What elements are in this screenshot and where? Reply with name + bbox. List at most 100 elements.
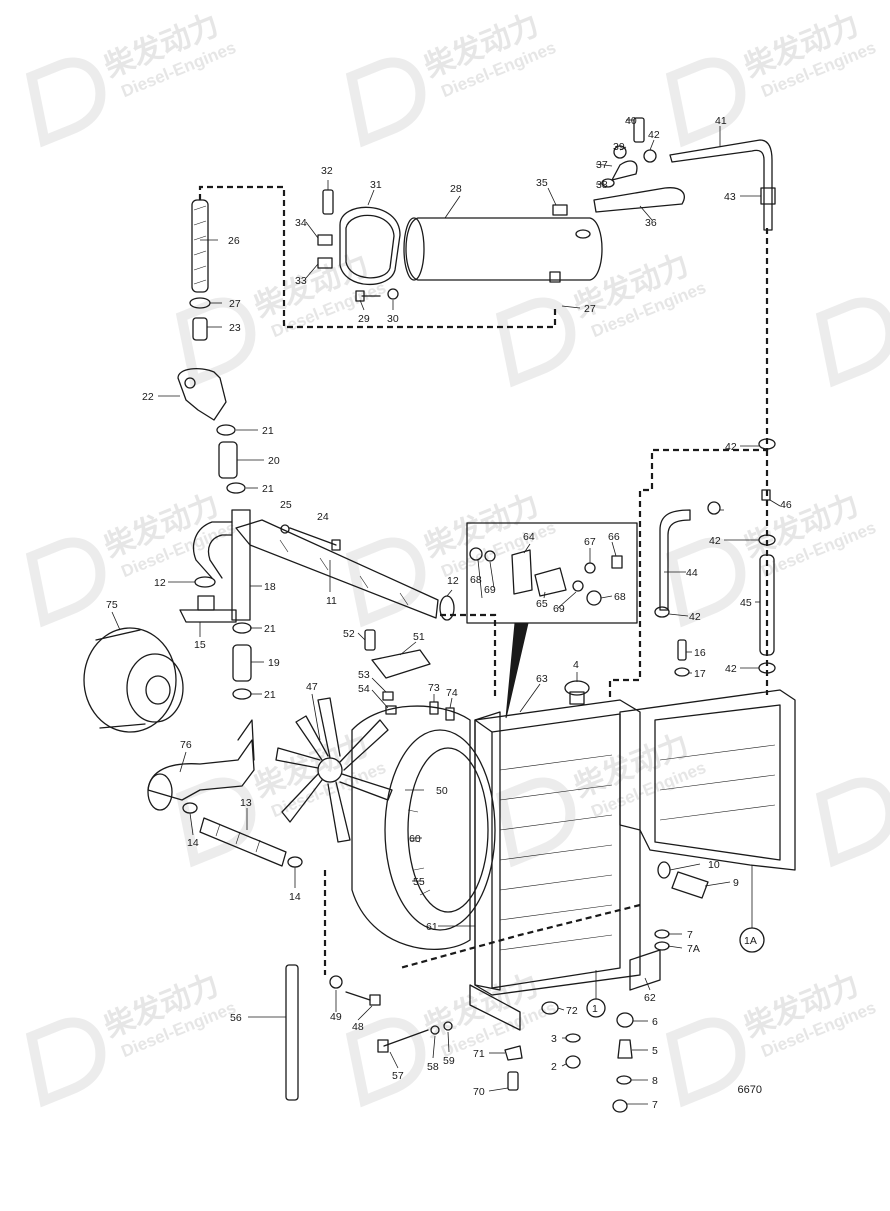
callout-42: 42 bbox=[709, 535, 721, 547]
callout-66: 66 bbox=[608, 531, 620, 543]
callout-42: 42 bbox=[648, 129, 660, 141]
callout-68: 68 bbox=[614, 591, 626, 603]
callout-69: 69 bbox=[484, 584, 496, 596]
callout-29: 29 bbox=[358, 313, 370, 325]
callout-32: 32 bbox=[321, 165, 333, 177]
callout-9: 9 bbox=[733, 877, 739, 889]
callout-36: 36 bbox=[645, 217, 657, 229]
callout-38: 38 bbox=[596, 179, 608, 191]
callout-39: 39 bbox=[613, 141, 625, 153]
watermark-logo bbox=[665, 1017, 746, 1108]
callout-71: 71 bbox=[473, 1048, 485, 1060]
callout-1A: 1A bbox=[744, 935, 757, 947]
callout-72: 72 bbox=[566, 1005, 578, 1017]
hose-13 bbox=[199, 817, 287, 867]
callout-17: 17 bbox=[694, 668, 706, 680]
callout-41: 41 bbox=[715, 115, 727, 127]
callout-7: 7 bbox=[652, 1099, 658, 1111]
callout-27: 27 bbox=[229, 298, 241, 310]
callout-55: 55 bbox=[413, 876, 425, 888]
watermark-logo bbox=[665, 57, 746, 148]
callout-12: 12 bbox=[447, 575, 459, 587]
callout-53: 53 bbox=[358, 669, 370, 681]
sleeve-20 bbox=[218, 441, 238, 479]
watermark-logo bbox=[345, 57, 426, 148]
callout-67: 67 bbox=[584, 536, 596, 548]
callout-28: 28 bbox=[450, 183, 462, 195]
watermark-logo bbox=[345, 1017, 426, 1108]
callout-11: 11 bbox=[326, 595, 337, 607]
callout-51: 51 bbox=[413, 631, 425, 643]
callout-49: 49 bbox=[330, 1011, 342, 1023]
callout-59: 59 bbox=[443, 1055, 455, 1067]
callout-numbers: 1 1A 2 3 4 5 6 7 7 7A 8 9 10 11 12 12 13… bbox=[106, 115, 792, 1111]
callout-20: 20 bbox=[268, 455, 280, 467]
expansion-tank-28 bbox=[405, 217, 603, 281]
hose-26 bbox=[191, 199, 209, 293]
callout-5: 5 bbox=[652, 1045, 658, 1057]
callout-26: 26 bbox=[228, 235, 240, 247]
callout-12: 12 bbox=[154, 577, 166, 589]
callout-27: 27 bbox=[584, 303, 596, 315]
callout-65: 65 bbox=[536, 598, 548, 610]
callout-24: 24 bbox=[317, 511, 329, 523]
callout-58: 58 bbox=[427, 1061, 439, 1073]
callout-30: 30 bbox=[387, 313, 399, 325]
filler-cap-4 bbox=[564, 680, 590, 696]
callout-21: 21 bbox=[262, 425, 274, 437]
callout-6: 6 bbox=[652, 1016, 658, 1028]
callout-7: 7 bbox=[687, 929, 693, 941]
pipe-18 bbox=[231, 509, 251, 621]
callout-21: 21 bbox=[264, 623, 276, 635]
callout-63: 63 bbox=[536, 673, 548, 685]
callout-18: 18 bbox=[264, 581, 276, 593]
hose-45 bbox=[759, 554, 775, 656]
watermark-logo bbox=[495, 777, 576, 868]
pipe-56 bbox=[285, 964, 299, 1101]
callout-22: 22 bbox=[142, 391, 154, 403]
fan-47 bbox=[275, 697, 393, 843]
callout-16: 16 bbox=[694, 647, 706, 659]
callout-7A: 7A bbox=[687, 943, 700, 955]
callout-45: 45 bbox=[740, 597, 752, 609]
callout-34: 34 bbox=[295, 217, 307, 229]
callout-57: 57 bbox=[392, 1070, 404, 1082]
callout-4: 4 bbox=[573, 659, 579, 671]
detail-inset bbox=[466, 522, 638, 624]
callout-8: 8 bbox=[652, 1075, 658, 1087]
watermark-logo bbox=[25, 537, 106, 628]
callout-10: 10 bbox=[708, 859, 720, 871]
radiator-1A bbox=[619, 689, 796, 871]
callout-60: 60 bbox=[409, 833, 421, 845]
watermark-logo bbox=[815, 777, 890, 868]
callout-74: 74 bbox=[446, 687, 458, 699]
callout-76: 76 bbox=[180, 739, 192, 751]
watermark-logo bbox=[25, 57, 106, 148]
watermark-logo bbox=[175, 297, 256, 388]
dashed-connections bbox=[198, 185, 769, 975]
callout-61: 61 bbox=[426, 921, 438, 933]
watermark-logo bbox=[495, 297, 576, 388]
bracket-15 bbox=[179, 609, 237, 623]
pipe-41 bbox=[669, 139, 773, 231]
callout-44: 44 bbox=[686, 567, 698, 579]
watermark-logo bbox=[175, 777, 256, 868]
callout-54: 54 bbox=[358, 683, 370, 695]
callout-13: 13 bbox=[240, 797, 252, 809]
pulley-75 bbox=[83, 627, 177, 733]
callout-42: 42 bbox=[725, 441, 737, 453]
callout-40: 40 bbox=[625, 115, 637, 127]
callout-73: 73 bbox=[428, 682, 440, 694]
callout-14: 14 bbox=[289, 891, 301, 903]
